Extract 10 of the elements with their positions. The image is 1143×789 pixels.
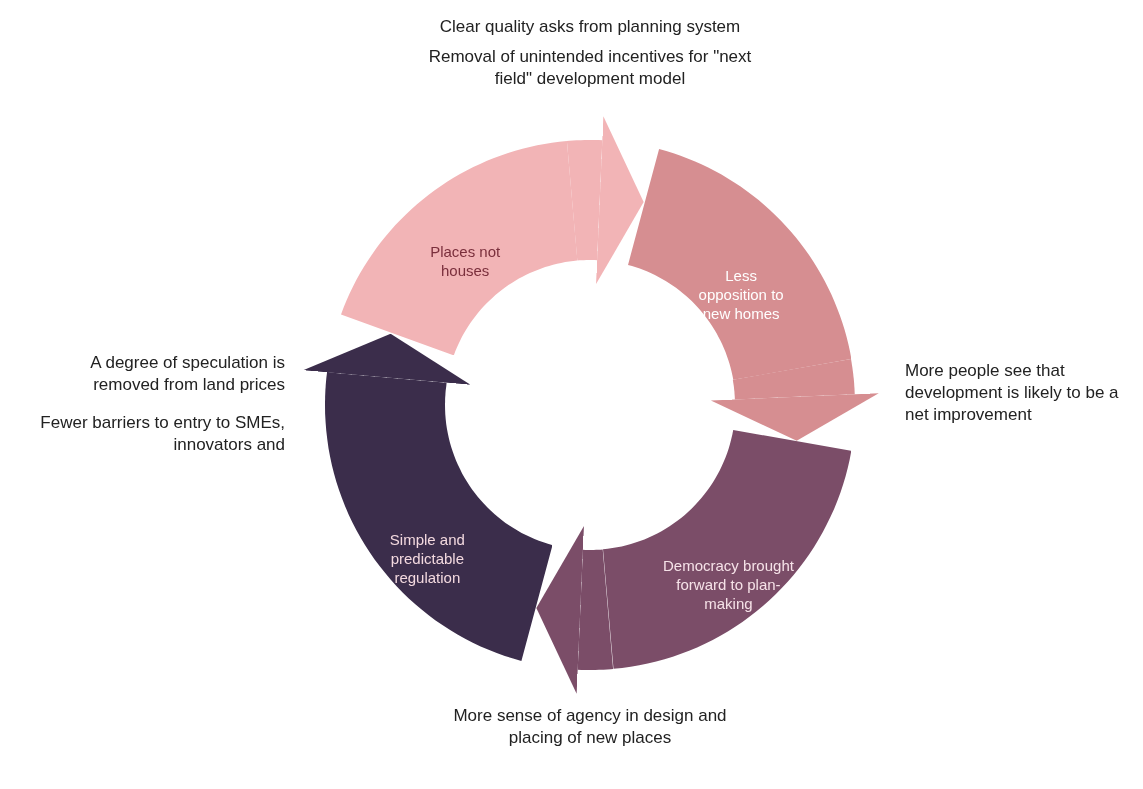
note-text: Removal of unintended incentives for "next field" development model — [427, 46, 753, 90]
note-text: Fewer barriers to entry to SMEs, innovators and — [39, 412, 285, 456]
segment-label: Places not houses — [429, 242, 502, 281]
note-text: More people see that development is likely to be a net improvement — [905, 360, 1120, 426]
segment-label: Less opposition to new homes — [697, 266, 785, 324]
note-text: More sense of agency in design and placing of new places — [452, 705, 728, 749]
note-text: Clear quality asks from planning system — [438, 16, 742, 38]
note-text: A degree of speculation is removed from land prices — [89, 352, 285, 396]
segment-label: Democracy brought forward to plan-making — [662, 556, 795, 614]
segment-label: Simple and predictable regulation — [388, 529, 466, 587]
